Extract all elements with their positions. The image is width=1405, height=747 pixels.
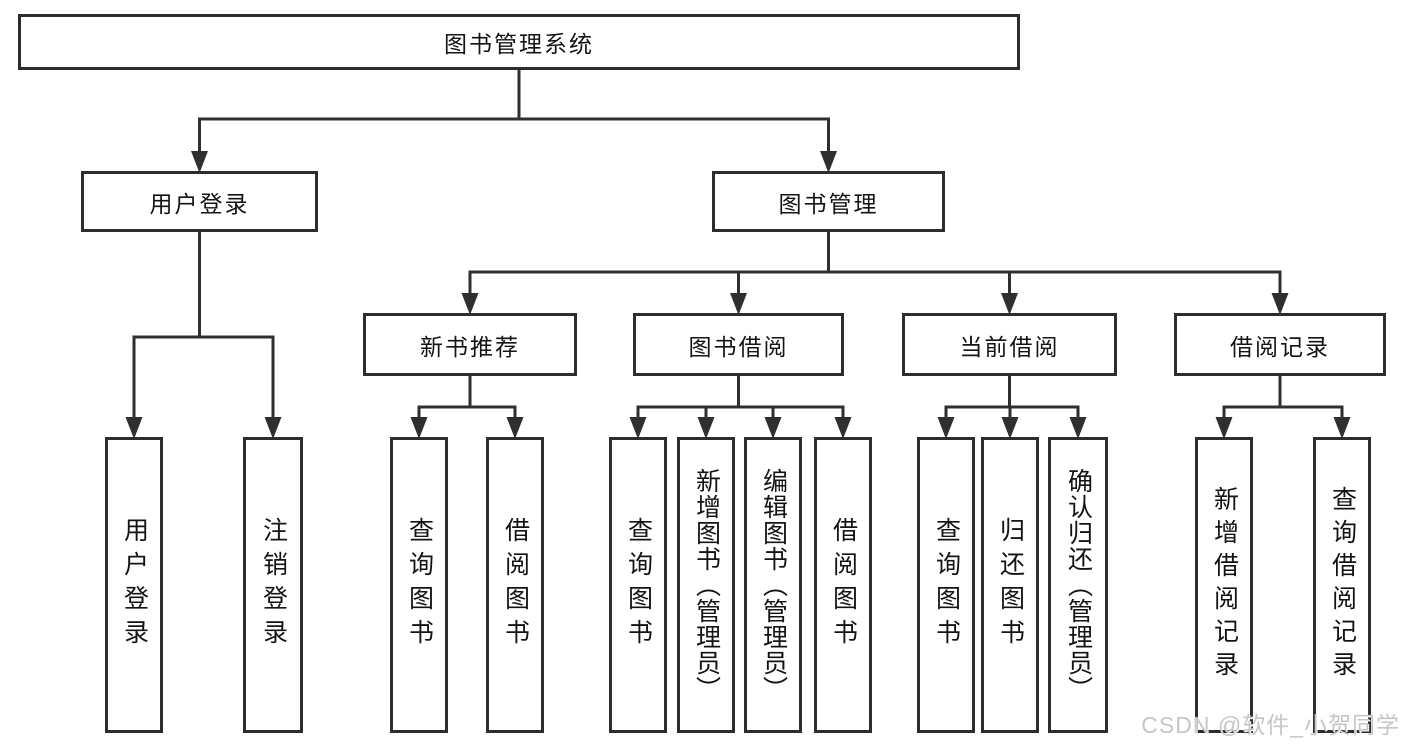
node-leaf-user-login: 用户登录 — [105, 437, 163, 733]
node-borrow-records: 借阅记录 — [1174, 313, 1386, 376]
connector-arrowhead-icon — [506, 417, 524, 439]
connector-arrowhead-icon — [264, 417, 282, 439]
connector-arrowhead-icon — [834, 417, 852, 439]
connector-arrowhead-icon — [1001, 293, 1018, 315]
node-leaf-add-record: 新增借阅记录 — [1195, 437, 1253, 733]
csdn-watermark: CSDN @软件_小贺同学 — [1141, 712, 1400, 738]
node-current-borrow: 当前借阅 — [902, 313, 1117, 376]
connector-arrowhead-icon — [764, 417, 782, 439]
node-leaf-borrow-book-2: 借阅图书 — [814, 437, 872, 733]
connector-arrowhead-icon — [1271, 293, 1289, 315]
connector-arrowhead-icon — [820, 151, 837, 173]
connector-arrowhead-icon — [191, 151, 208, 173]
node-leaf-query-record: 查询借阅记录 — [1313, 437, 1371, 733]
connector-arrowhead-icon — [629, 417, 647, 439]
connector-arrowhead-icon — [937, 417, 955, 439]
node-leaf-return-book: 归还图书 — [981, 437, 1039, 733]
node-book-borrow: 图书借阅 — [633, 313, 844, 376]
node-leaf-borrow-book-1: 借阅图书 — [486, 437, 544, 733]
node-leaf-logout: 注销登录 — [243, 437, 303, 733]
connector-arrowhead-icon — [461, 293, 479, 315]
node-new-book-rec: 新书推荐 — [363, 313, 577, 376]
connector-arrowhead-icon — [410, 417, 428, 439]
connector-arrowhead-icon — [1001, 417, 1019, 439]
node-leaf-query-book-3: 查询图书 — [917, 437, 975, 733]
connector-arrowhead-icon — [1333, 417, 1351, 439]
connector-arrowhead-icon — [697, 417, 715, 439]
connector-arrowhead-icon — [1069, 417, 1087, 439]
connector-arrowhead-icon — [730, 293, 747, 315]
node-leaf-edit-book: 编辑图书（管理员） — [744, 437, 802, 733]
connector-arrowhead-icon — [1215, 417, 1233, 439]
connector-arrowhead-icon — [125, 417, 143, 439]
node-leaf-query-book-1: 查询图书 — [390, 437, 448, 733]
node-leaf-add-book: 新增图书（管理员） — [677, 437, 735, 733]
node-user-login: 用户登录 — [81, 171, 318, 232]
node-root: 图书管理系统 — [18, 14, 1020, 70]
node-leaf-query-book-2: 查询图书 — [609, 437, 667, 733]
node-leaf-confirm-return: 确认归还（管理员） — [1048, 437, 1108, 733]
node-book-mgmt: 图书管理 — [712, 171, 945, 232]
